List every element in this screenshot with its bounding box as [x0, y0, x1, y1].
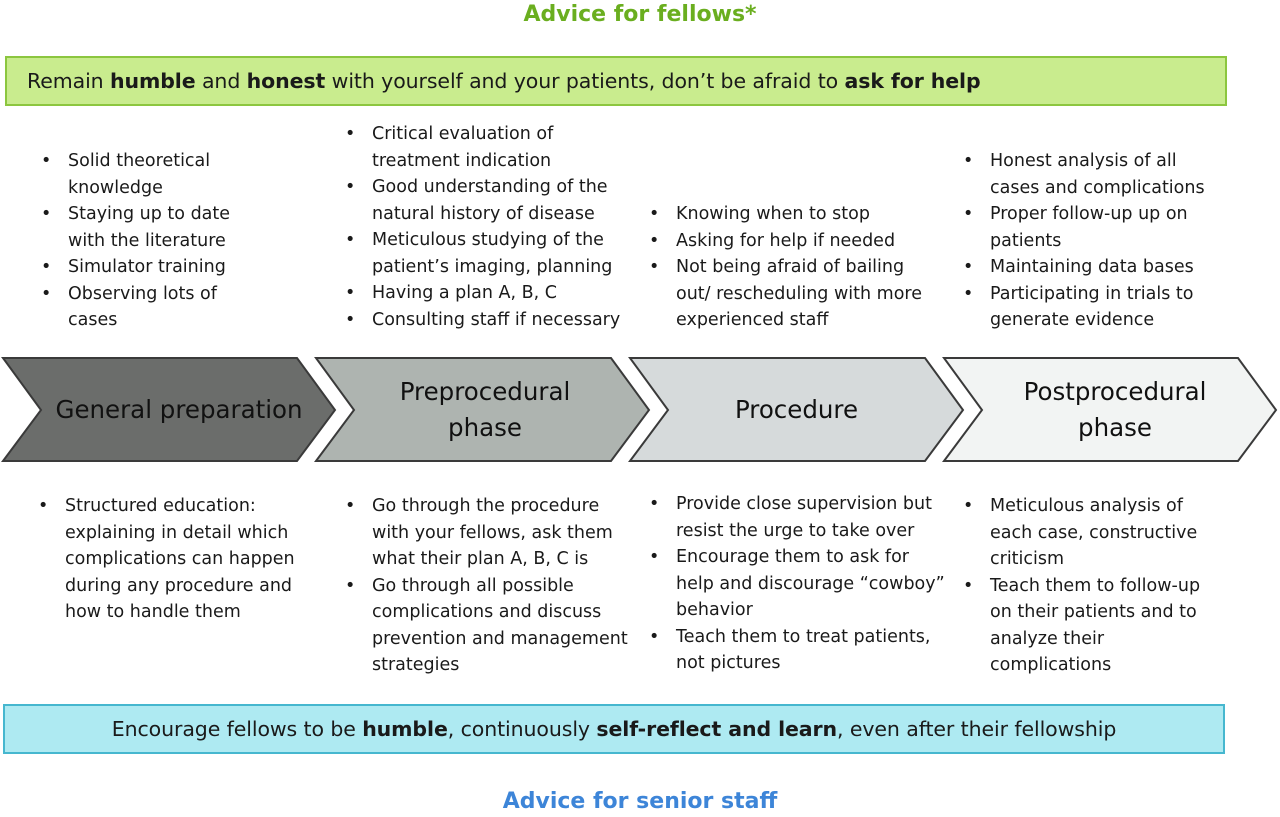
staff-list-postprocedural: Meticulous analysis of each case, constr… [960, 493, 1215, 679]
list-item: Meticulous studying of the patient’s ima… [342, 227, 632, 280]
phase-arrow-postprocedural [942, 357, 1278, 462]
phase-arrows [1, 357, 1278, 462]
staff-list-preprocedural: Go through the procedure with your fello… [342, 493, 638, 679]
banner-bottom-segment: Encourage fellows to be [111, 717, 363, 741]
fellows-list-procedure: Knowing when to stopAsking for help if n… [646, 201, 941, 334]
fellows-advice-title: Advice for fellows* [523, 2, 757, 27]
staff-list-procedure: Provide close supervision but resist the… [646, 491, 946, 677]
list-item: Honest analysis of all cases and complic… [960, 148, 1215, 201]
phase-label-general-preparation: General preparation [55, 394, 303, 424]
list-item: Teach them to treat patients, not pictur… [646, 624, 946, 677]
list-item: Maintaining data bases [960, 254, 1215, 281]
banner-top-segment: humble [109, 69, 196, 93]
list-item: Solid theoretical knowledge [38, 148, 253, 201]
fellows-summary-banner: Remain humble and honest with yourself a… [5, 56, 1227, 106]
list-item: Not being afraid of bailing out/ resched… [646, 254, 941, 334]
banner-top-segment: with yourself and your patients, don’t b… [325, 69, 845, 93]
banner-top-segment: honest [246, 69, 326, 93]
list-item: Go through all possible complications an… [342, 573, 638, 679]
list-item: Knowing when to stop [646, 201, 941, 228]
staff-list-general-preparation: Structured education: explaining in deta… [35, 493, 310, 626]
list-item: Good understanding of the natural histor… [342, 174, 632, 227]
list-item: Simulator training [38, 254, 253, 281]
phase-label-postprocedural: Postprocedural phase [1023, 376, 1207, 442]
list-item: Meticulous analysis of each case, constr… [960, 493, 1215, 573]
phase-label-preprocedural: Preprocedural phase [399, 376, 571, 442]
fellows-list-postprocedural: Honest analysis of all cases and complic… [960, 148, 1215, 334]
list-item: Asking for help if needed [646, 228, 941, 255]
list-item: Consulting staff if necessary [342, 307, 632, 334]
fellows-list-general-preparation: Solid theoretical knowledgeStaying up to… [38, 148, 253, 334]
banner-bottom-segment: , even after their fellowship [837, 717, 1117, 741]
senior-staff-advice-title: Advice for senior staff [502, 789, 778, 814]
list-item: Critical evaluation of treatment indicat… [342, 121, 632, 174]
phase-arrow-general-preparation [1, 357, 337, 462]
list-item: Staying up to date with the literature [38, 201, 253, 254]
list-item: Structured education: explaining in deta… [35, 493, 310, 626]
list-item: Go through the procedure with your fello… [342, 493, 638, 573]
list-item: Proper follow-up up on patients [960, 201, 1215, 254]
list-item: Encourage them to ask for help and disco… [646, 544, 946, 624]
list-item: Teach them to follow-up on their patient… [960, 573, 1215, 679]
list-item: Having a plan A, B, C [342, 280, 632, 307]
list-item: Observing lots of cases [38, 281, 253, 334]
banner-bottom-segment: self-reflect and learn [596, 717, 838, 741]
list-item: Participating in trials to generate evid… [960, 281, 1215, 334]
banner-top-segment: and [195, 69, 247, 93]
staff-summary-banner: Encourage fellows to be humble, continuo… [3, 704, 1225, 754]
banner-top-segment: ask for help [844, 69, 981, 93]
phase-label-procedure: Procedure [734, 394, 859, 424]
banner-bottom-segment: , continuously [447, 717, 597, 741]
phase-arrow-preprocedural [314, 357, 651, 462]
banner-top-segment: Remain [27, 69, 110, 93]
fellows-list-preprocedural: Critical evaluation of treatment indicat… [342, 121, 632, 333]
list-item: Provide close supervision but resist the… [646, 491, 946, 544]
banner-bottom-segment: humble [362, 717, 448, 741]
phase-arrow-procedure [628, 357, 965, 462]
